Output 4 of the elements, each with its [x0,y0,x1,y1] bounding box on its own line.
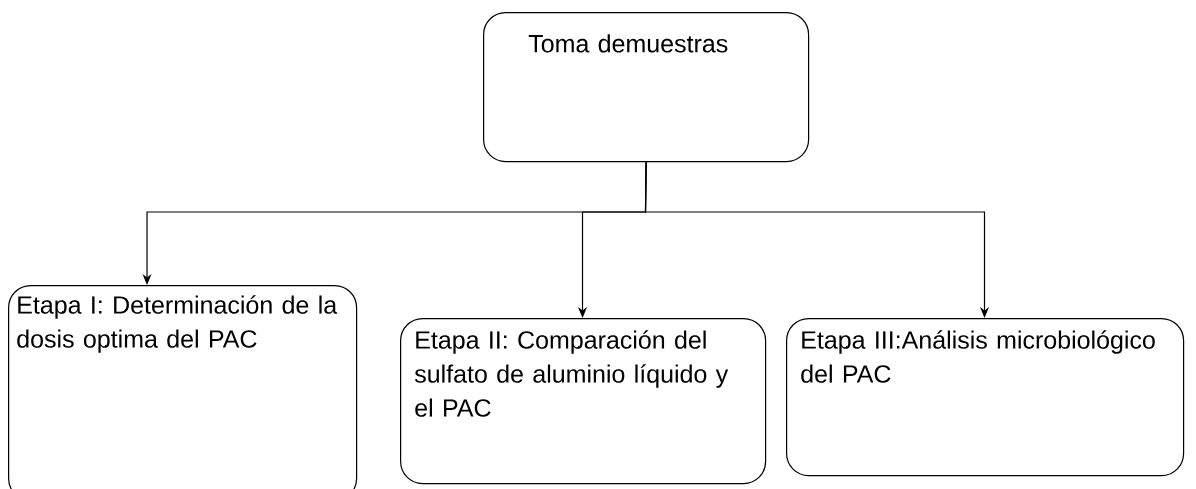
process-box: Toma demuestras [483,12,810,163]
process-box: Etapa I: Determinación de la dosis optima del PAC [8,285,358,489]
process-box: Etapa II: Comparación del sulfato de aluminio líquido y el PAC [400,318,767,485]
process-box: Etapa III:Análisis microbiológico del PAC [786,318,1185,477]
